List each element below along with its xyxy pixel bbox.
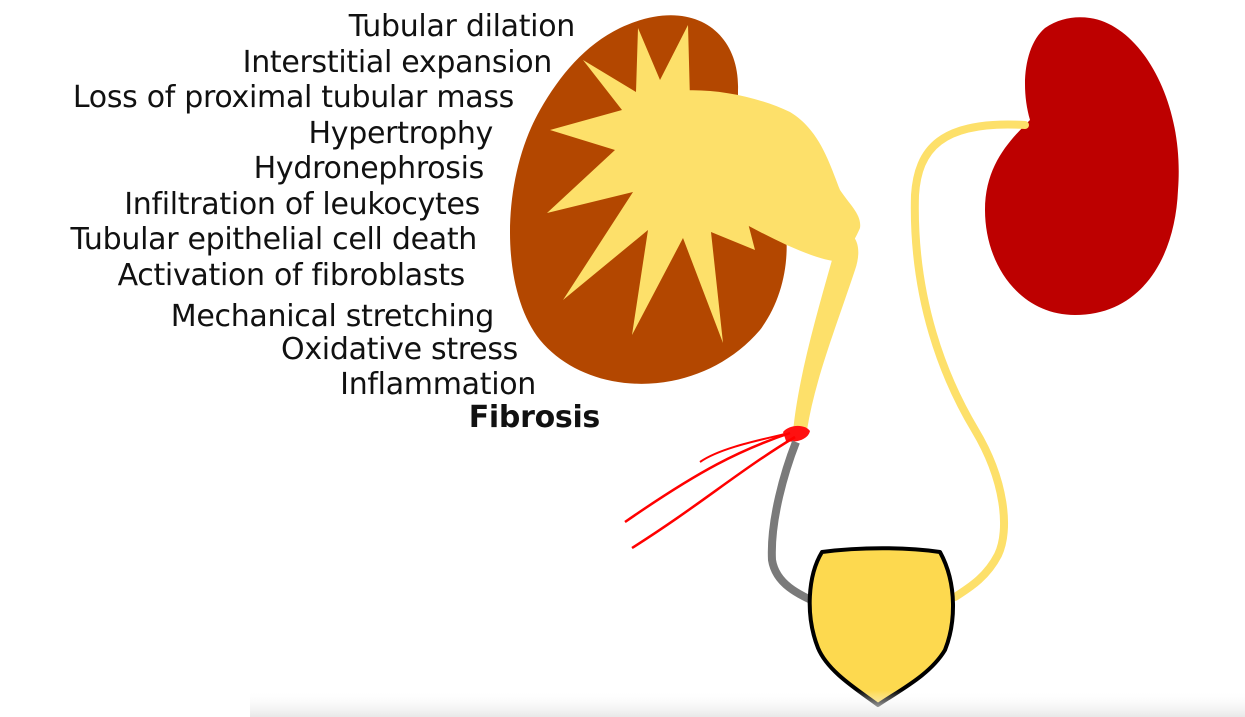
left-ureter	[793, 232, 859, 432]
dilated-calyces	[547, 25, 760, 343]
bladder-icon	[807, 546, 955, 707]
healthy-kidney-icon	[985, 17, 1179, 315]
renal-pelvis	[631, 90, 861, 262]
bottom-shadow	[250, 690, 1245, 717]
distal-ureter-stent	[767, 440, 824, 609]
suture-thread-2	[631, 435, 796, 550]
right-ureter	[910, 120, 1029, 601]
suture-thread-3	[699, 433, 786, 463]
obstructed-kidney-icon	[510, 15, 861, 384]
suture-thread-1	[624, 431, 791, 524]
ligature-knot	[783, 425, 810, 442]
ligature-icon	[624, 425, 810, 550]
